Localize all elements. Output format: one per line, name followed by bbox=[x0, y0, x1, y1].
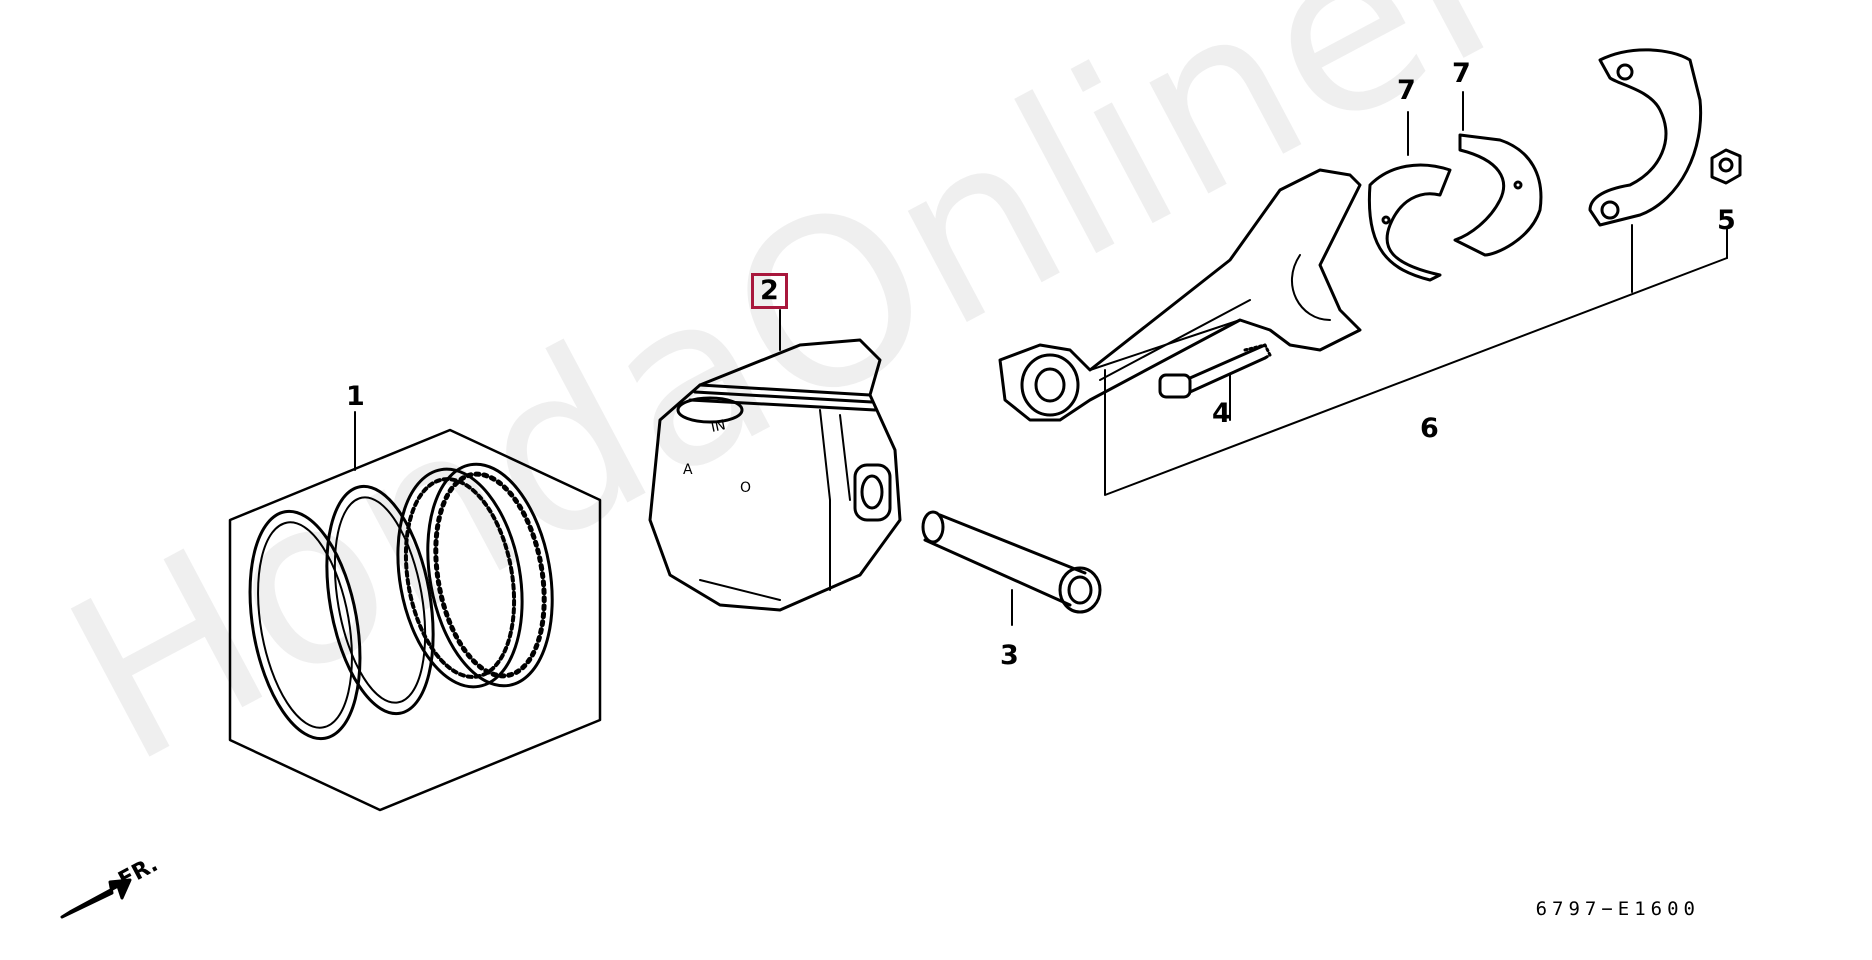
front-direction-arrow bbox=[60, 878, 132, 919]
connecting-rod[interactable] bbox=[998, 168, 1362, 422]
bearing-shell-upper[interactable] bbox=[1367, 163, 1452, 282]
bearing-shell-lower[interactable] bbox=[1453, 133, 1543, 257]
leader-lines bbox=[354, 91, 1728, 626]
piston-marking-a: A bbox=[683, 462, 693, 478]
callout-6[interactable]: 6 bbox=[1420, 413, 1439, 444]
rod-bolt[interactable] bbox=[1158, 343, 1272, 399]
callout-7-lower[interactable]: 7 bbox=[1452, 58, 1471, 89]
diagram-code: 6797−E1600 bbox=[1535, 898, 1700, 920]
callout-2[interactable]: 2 bbox=[751, 273, 788, 309]
rod-nut[interactable] bbox=[1710, 148, 1742, 185]
callout-3[interactable]: 3 bbox=[1000, 640, 1019, 671]
piston-pin[interactable] bbox=[921, 510, 1102, 614]
piston[interactable] bbox=[648, 338, 902, 612]
callout-7-upper[interactable]: 7 bbox=[1397, 75, 1416, 106]
piston-ring-set[interactable] bbox=[228, 428, 602, 812]
piston-marking-in: IN bbox=[710, 417, 728, 436]
piston-marking-o: O bbox=[740, 480, 751, 496]
callout-5[interactable]: 5 bbox=[1717, 205, 1736, 236]
callout-4[interactable]: 4 bbox=[1212, 398, 1231, 429]
connecting-rod-cap[interactable] bbox=[1588, 48, 1703, 227]
callout-1[interactable]: 1 bbox=[346, 381, 365, 412]
